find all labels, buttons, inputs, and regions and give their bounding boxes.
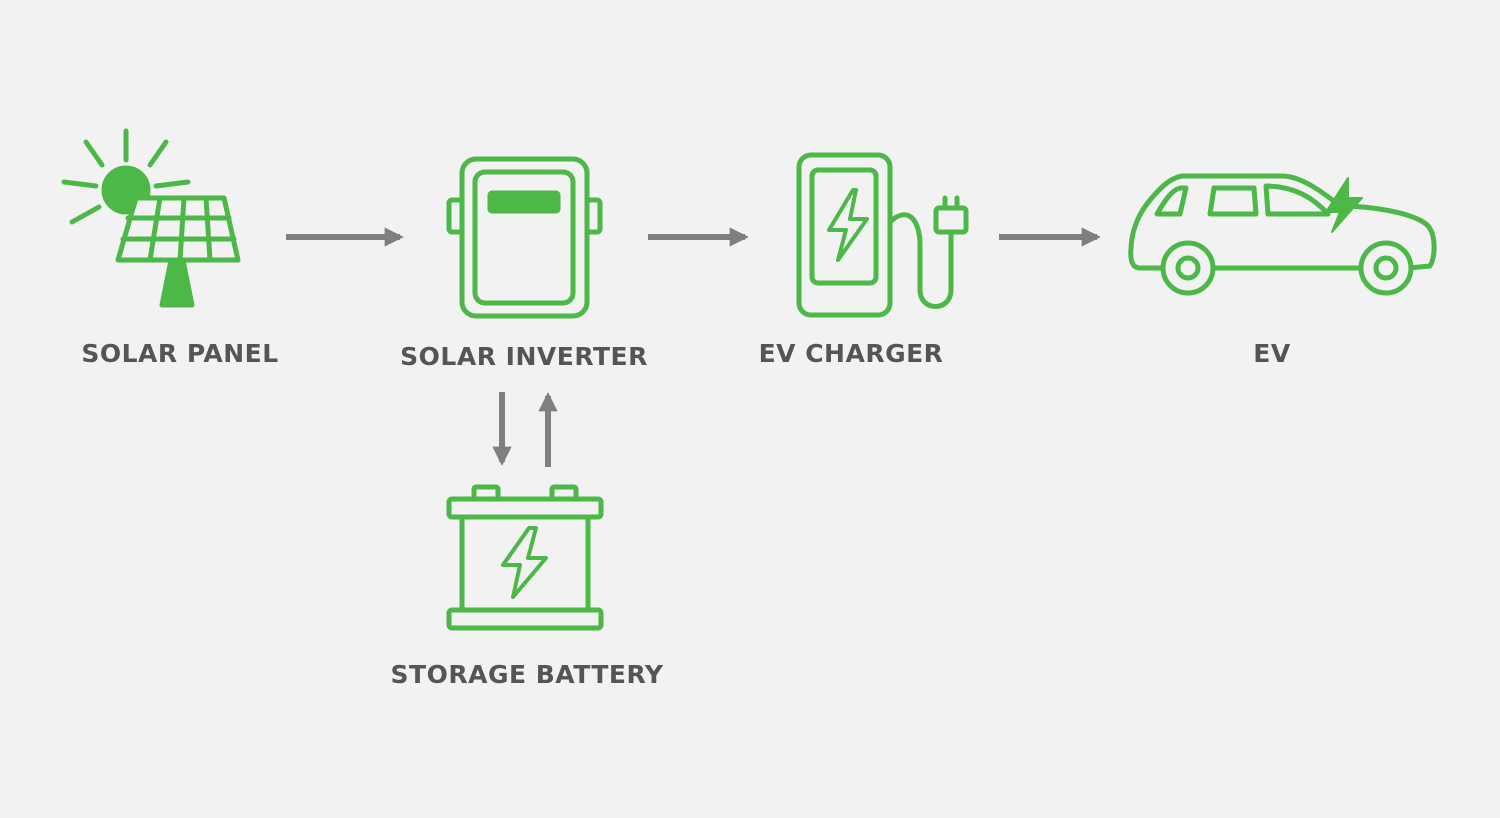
- ev-charger-icon: [796, 152, 969, 318]
- charging-cable: [887, 212, 954, 309]
- electric-car-icon: [1128, 173, 1437, 296]
- plug-icon: [933, 205, 969, 235]
- sun-rays-icon: [61, 128, 191, 225]
- label-ev: EV: [1253, 339, 1291, 368]
- panel-stand: [159, 257, 195, 308]
- label-storage-battery: STORAGE BATTERY: [390, 660, 664, 689]
- battery-icon: [446, 484, 604, 631]
- lightning-icon: [827, 188, 869, 262]
- car-wheel: [1160, 240, 1216, 296]
- panel-grid: [115, 195, 241, 263]
- solar-panel-icon: [61, 128, 241, 308]
- car-window: [1154, 185, 1189, 217]
- lightning-icon: [501, 526, 548, 599]
- lightning-icon: [1325, 177, 1363, 233]
- label-solar-panel: SOLAR PANEL: [81, 339, 279, 368]
- flow-arrows: [286, 227, 1101, 467]
- car-window: [1207, 185, 1259, 217]
- car-window: [1263, 183, 1331, 217]
- label-solar-inverter: SOLAR INVERTER: [400, 342, 648, 371]
- label-ev-charger: EV CHARGER: [758, 339, 944, 368]
- inverter-icon: [446, 156, 603, 319]
- car-wheel: [1358, 240, 1414, 296]
